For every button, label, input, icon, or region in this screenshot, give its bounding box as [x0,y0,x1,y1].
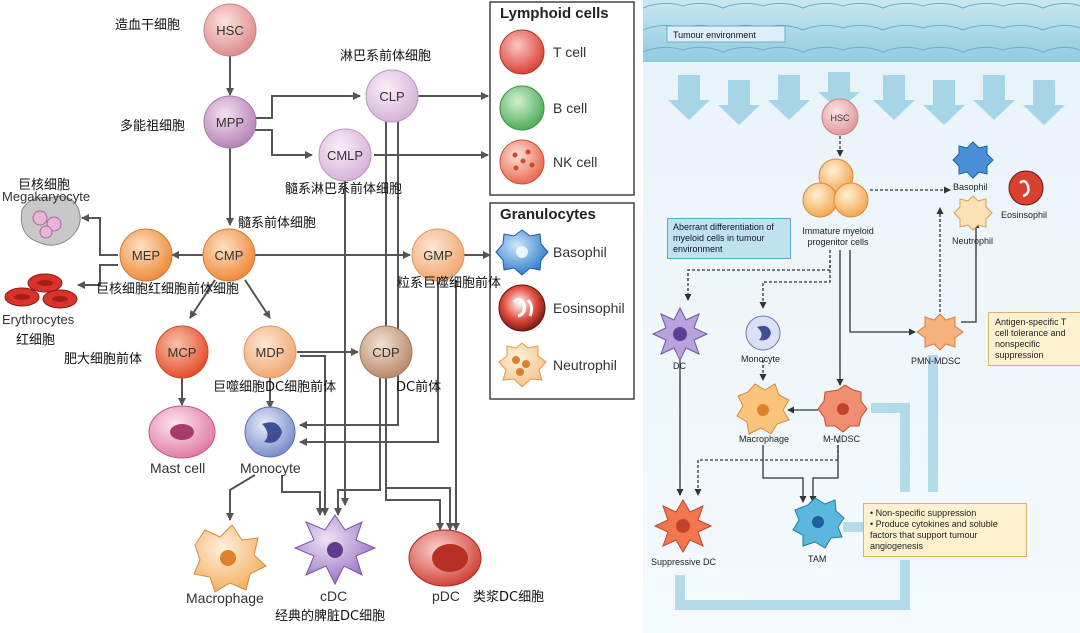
cmlp-label: 髓系淋巴系前体细胞 [285,182,403,197]
bullet-1: • Non-specific suppression [870,508,977,518]
tam-cell [792,497,845,549]
immature-myeloid-cells [802,158,869,218]
lineage-arrows [77,42,491,531]
tumour-monocyte-label: Monocyte [741,354,780,364]
tumour-macrophage-label: Macrophage [739,434,789,444]
tumour-basophil-label: Basophil [953,182,988,192]
macrophage-cell [193,524,267,593]
erythrocytes-cells [4,273,78,309]
monocyte-cell [244,406,296,458]
mep-abbr: MEP [132,248,160,263]
tumour-flow-arrows [676,136,980,503]
mcp-cell [155,325,209,379]
mpp-abbr: MPP [216,115,244,130]
cmp-abbr: CMP [215,248,244,263]
m-mdsc-label: M-MDSC [823,434,860,444]
mast-cell [148,405,216,459]
mdp-abbr: MDP [256,345,285,360]
cmp-label: 髓系前体细胞 [238,216,317,231]
m-mdsc-cell [817,384,868,433]
neutrophil-cell [498,342,547,388]
mpp-label: 多能祖细胞 [120,119,186,134]
pdc-cell [408,529,482,587]
cmlp-cell [318,128,372,182]
tumour-eosinophil-cell [1008,170,1044,206]
pmn-mdsc-cell [916,313,964,351]
nk-cell-label: NK cell [553,154,598,170]
granulocyte-box-title: Granulocytes [500,206,596,223]
cmp-cell [202,228,256,282]
mpp-cell [203,95,257,149]
cdc-cell [293,514,377,586]
cdp-cell [359,325,413,379]
macrophage-label: Macrophage [186,590,264,606]
mdp-cell [243,325,297,379]
suppressive-dc-cell [653,499,713,553]
tumour-hsc-cell [821,98,859,136]
suppressive-dc-label: Suppressive DC [651,557,717,567]
b-cell-label: B cell [553,100,588,116]
gmp-label: 粒系巨噬细胞前体 [397,276,502,291]
pdc-label: pDC [432,588,461,604]
hsc-abbr: HSC [216,23,243,38]
b-cell [499,85,545,131]
basophil-label: Basophil [553,244,607,260]
mast-cell-label: Mast cell [150,460,206,476]
hsc-cell [203,3,257,57]
suppression-bullets: • Non-specific suppression • Produce cyt… [863,503,1027,557]
tumour-neutrophil-cell [953,195,993,231]
aberrant-note: Aberrant differentiation of myeloid cell… [667,218,791,259]
mep-label: 巨核细胞红细胞前体细胞 [96,282,240,297]
cdp-label: DC前体 [396,380,442,395]
tumour-macrophage-cell [736,383,790,435]
tumour-dc-cell [651,306,709,362]
clp-label: 淋巴系前体细胞 [340,49,432,64]
clp-abbr: CLP [379,89,404,104]
megakaryocyte-cn-label: 巨核细胞 [18,178,71,193]
cdc-label: cDC [320,588,348,604]
basophil-cell [495,229,549,276]
t-cell [499,29,545,75]
immature-cells-label: Immature myeloid progenitor cells [802,226,874,247]
mdp-label: 巨噬细胞DC细胞前体 [213,380,337,395]
tumour-signal-arrows [668,72,1065,125]
lymphoid-box-title: Lymphoid cells [500,5,609,22]
t-cell-label: T cell [553,44,587,60]
neutrophil-label: Neutrophil [553,357,617,373]
megakaryocyte-en-label: Megakaryocyte [2,189,91,204]
mcp-label: 肥大细胞前体 [64,352,143,367]
cdp-abbr: CDP [372,345,399,360]
tumour-dc-label: DC [673,361,686,371]
cmlp-abbr: CMLP [327,148,363,163]
bullet-2: • Produce cytokines and soluble factors … [870,519,998,551]
tam-label: TAM [808,554,826,564]
monocyte-label: Monocyte [240,460,301,476]
mcp-abbr: MCP [168,345,197,360]
tumour-neutrophil-label: Neutrophil [952,236,993,246]
erythrocytes-en-label: Erythrocytes [2,312,75,327]
suppression-arrows [675,355,938,610]
left-hematopoiesis-diagram: HSC MPP CLP CMLP CMP MEP GMP MCP MDP CDP [4,1,635,593]
megakaryocyte-cell [20,195,81,246]
gmp-cell [411,228,465,282]
eosinophil-label: Eosinsophil [553,300,625,316]
clp-cell [365,69,419,123]
tumour-monocyte-cell [745,315,781,351]
erythrocytes-cn-label: 红细胞 [16,333,56,348]
pdc-cn-label: 类浆DC细胞 [473,590,545,605]
tumour-basophil-cell [952,141,994,179]
gmp-abbr: GMP [423,248,453,263]
mep-cell [119,228,173,282]
eosinophil-cell [498,284,546,332]
tumour-eosinophil-label: Eosinsophil [1001,210,1047,220]
tumour-environment-diagram: Tumour environment HSC [643,0,1080,610]
hsc-label: 造血干细胞 [115,18,181,33]
pmn-mdsc-label: PMN-MDSC [911,356,961,366]
tumour-banner [666,25,786,43]
cdc-cn-label: 经典的脾脏DC细胞 [275,609,386,624]
tumour-banner-text: Tumour environment [673,30,756,40]
antigen-note: Antigen-specific T cell tolerance and no… [988,312,1080,366]
tumour-hsc-text: HSC [830,113,850,123]
